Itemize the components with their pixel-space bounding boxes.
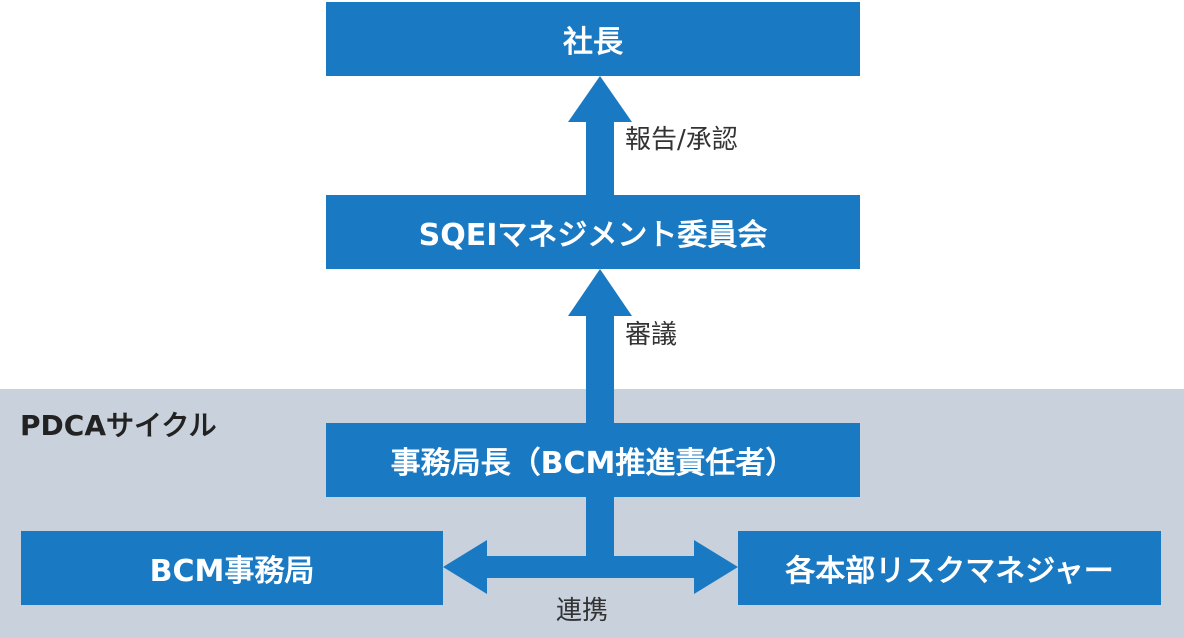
president-box: 社長 — [326, 2, 860, 76]
report-approval-label: 報告/承認 — [625, 125, 738, 155]
secretariat-head-box: 事務局長（BCM推進責任者） — [326, 423, 860, 497]
cooperation-label: 連携 — [556, 596, 609, 626]
arrow-head-to-committee — [568, 269, 632, 423]
risk-managers-box: 各本部リスクマネジャー — [738, 531, 1161, 605]
pdca-cycle-label: PDCAサイクル — [20, 409, 217, 442]
arrow-committee-to-president — [568, 76, 632, 195]
arrow-cooperation — [443, 540, 738, 594]
stem-head-to-cooperation — [586, 497, 614, 567]
deliberation-label: 審議 — [625, 320, 678, 350]
sqei-committee-box: SQEIマネジメント委員会 — [326, 195, 860, 269]
bcm-office-box: BCM事務局 — [21, 531, 443, 605]
